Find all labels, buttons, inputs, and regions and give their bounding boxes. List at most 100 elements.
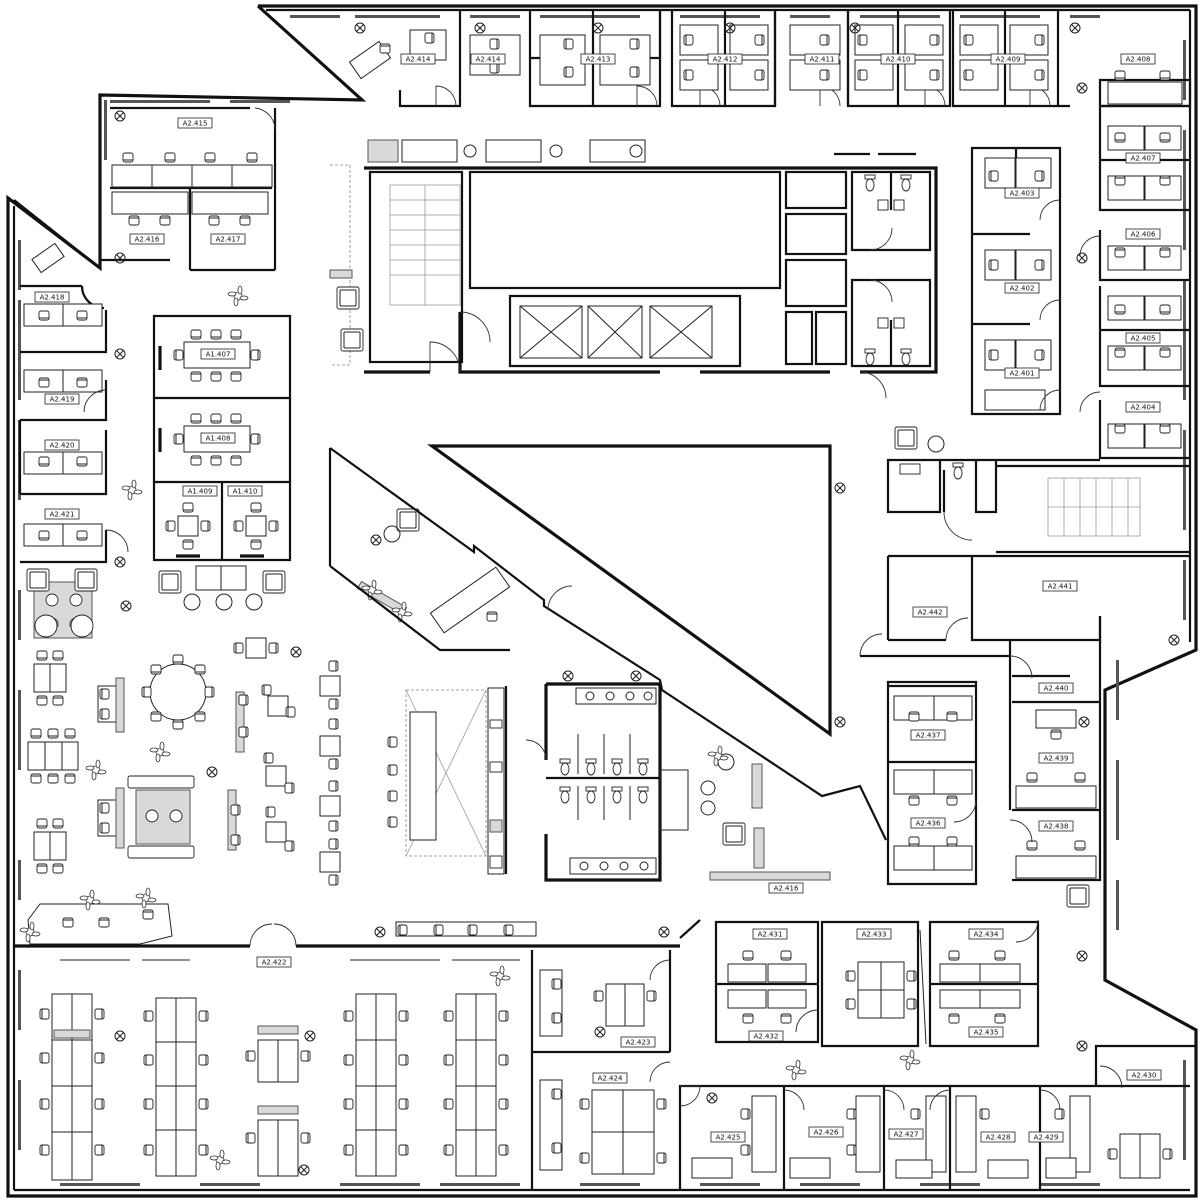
room-tag: A2.405 bbox=[1125, 332, 1161, 344]
east-service bbox=[886, 426, 1190, 554]
meeting-rooms bbox=[152, 314, 292, 562]
room-number: A1.407 bbox=[206, 351, 231, 359]
room-tag-frame bbox=[804, 53, 840, 65]
room-number: A2.402 bbox=[1010, 285, 1035, 293]
room-tag-frame bbox=[1126, 1069, 1162, 1081]
room-number: A2.426 bbox=[814, 1129, 839, 1137]
room-tag-frame bbox=[1038, 820, 1074, 832]
room-tag: A2.416 bbox=[768, 882, 804, 894]
room-tag: A2.418 bbox=[34, 291, 70, 303]
west-offices bbox=[13, 199, 143, 568]
room-number: A2.419 bbox=[50, 396, 75, 404]
room-number: A2.438 bbox=[1044, 823, 1069, 831]
center-lounge bbox=[233, 508, 511, 886]
room-tag-frame bbox=[1125, 152, 1161, 164]
room-tag-frame bbox=[1038, 682, 1074, 694]
open-office bbox=[39, 921, 670, 1181]
room-tag: A2.410 bbox=[880, 53, 916, 65]
room-tag: A2.408 bbox=[1120, 53, 1156, 65]
room-tag: A2.420 bbox=[44, 439, 80, 451]
room-tag: A2.407 bbox=[1125, 152, 1161, 164]
room-tag: A2.432 bbox=[748, 1030, 784, 1042]
room-tag: A2.425 bbox=[710, 1131, 746, 1143]
room-number: A2.404 bbox=[1131, 404, 1156, 412]
room-tag: A2.427 bbox=[888, 1128, 924, 1140]
room-tag: A2.404 bbox=[1125, 401, 1161, 413]
room-tag-frame bbox=[1042, 580, 1078, 592]
room-tag: A2.403 bbox=[1004, 187, 1040, 199]
room-tag-frame bbox=[256, 956, 292, 968]
room-tag: A1.407 bbox=[200, 348, 236, 360]
room-number: A2.412 bbox=[713, 56, 738, 64]
room-number: A2.436 bbox=[916, 820, 941, 828]
room-tag: A1.410 bbox=[227, 485, 263, 497]
room-tag: A1.408 bbox=[200, 432, 236, 444]
room-number: A2.418 bbox=[40, 294, 65, 302]
room-number: A2.410 bbox=[886, 56, 911, 64]
room-number: A2.401 bbox=[1010, 370, 1035, 378]
room-number: A2.421 bbox=[50, 511, 75, 519]
room-tag-frame bbox=[1125, 228, 1161, 240]
room-tag: A2.412 bbox=[707, 53, 743, 65]
room-tag: A2.430 bbox=[1126, 1069, 1162, 1081]
room-number: A2.424 bbox=[598, 1075, 623, 1083]
room-tag-frame bbox=[748, 1030, 784, 1042]
room-tag-frame bbox=[808, 1126, 844, 1138]
room-number: A2.441 bbox=[1048, 583, 1073, 591]
room-number: A2.415 bbox=[183, 120, 208, 128]
room-number: A1.408 bbox=[206, 435, 231, 443]
room-tag: A2.442 bbox=[912, 606, 948, 618]
room-tag-frame bbox=[34, 291, 70, 303]
restroom-block bbox=[525, 670, 831, 882]
room-number: A2.432 bbox=[754, 1033, 779, 1041]
room-number: A2.434 bbox=[974, 931, 999, 939]
room-number: A2.422 bbox=[262, 959, 287, 967]
room-number: A2.408 bbox=[1126, 56, 1151, 64]
room-tag: A2.429 bbox=[1028, 1131, 1064, 1143]
room-number: A1.410 bbox=[233, 488, 258, 496]
central-void bbox=[328, 444, 887, 841]
room-tag: A2.406 bbox=[1125, 228, 1161, 240]
room-tag-frame bbox=[1028, 1131, 1064, 1143]
room-tag-frame bbox=[888, 1128, 924, 1140]
room-tag-frame bbox=[44, 393, 80, 405]
room-tag: A2.417 bbox=[210, 233, 246, 245]
room-tag-frame bbox=[910, 817, 946, 829]
room-number: A2.413 bbox=[586, 56, 611, 64]
room-tag-frame bbox=[910, 729, 946, 741]
room-tag-frame bbox=[1004, 367, 1040, 379]
room-tag-frame bbox=[1004, 187, 1040, 199]
room-tag: A2.421 bbox=[44, 508, 80, 520]
room-number: A2.433 bbox=[862, 931, 887, 939]
room-number: A2.406 bbox=[1131, 231, 1156, 239]
room-number: A2.409 bbox=[996, 56, 1021, 64]
room-number: A2.437 bbox=[916, 732, 941, 740]
room-tag: A2.414 bbox=[400, 53, 436, 65]
center-right-offices bbox=[970, 146, 1062, 416]
right-office-column bbox=[1058, 70, 1192, 460]
room-tag: A2.419 bbox=[44, 393, 80, 405]
top-office-row bbox=[348, 10, 1081, 108]
room-tag: A2.437 bbox=[910, 729, 946, 741]
room-number: A2.442 bbox=[918, 609, 943, 617]
room-number: A2.417 bbox=[216, 236, 241, 244]
room-number: A2.407 bbox=[1131, 155, 1156, 163]
room-number: A2.416 bbox=[774, 885, 799, 893]
room-tag-frame bbox=[200, 348, 236, 360]
room-number: A2.420 bbox=[50, 442, 75, 450]
room-tag-frame bbox=[768, 882, 804, 894]
room-tag-frame bbox=[182, 485, 218, 497]
room-tag: A2.431 bbox=[752, 928, 788, 940]
room-tag-frame bbox=[200, 432, 236, 444]
room-number: A2.414 bbox=[406, 56, 431, 64]
room-number: A2.440 bbox=[1044, 685, 1069, 693]
room-tag: A2.416 bbox=[129, 233, 165, 245]
room-number: A2.416 bbox=[135, 236, 160, 244]
room-tag-frame bbox=[912, 606, 948, 618]
room-tag-frame bbox=[856, 928, 892, 940]
room-number: A1.409 bbox=[188, 488, 213, 496]
building-core bbox=[329, 139, 938, 399]
room-number: A2.428 bbox=[986, 1134, 1011, 1142]
room-tag-frame bbox=[968, 1026, 1004, 1038]
room-tag-frame bbox=[592, 1072, 628, 1084]
